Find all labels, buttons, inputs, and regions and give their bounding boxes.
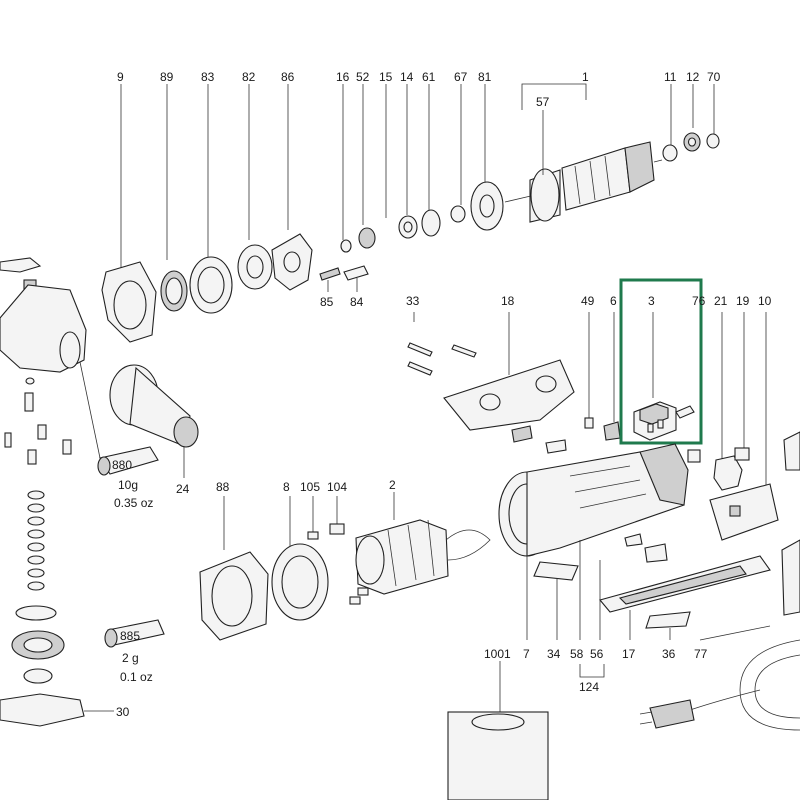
callout-82: 82 — [242, 70, 256, 84]
armature — [504, 141, 663, 223]
side-handle — [109, 364, 199, 478]
motor-housing — [498, 443, 689, 640]
callout-77: 77 — [694, 647, 708, 661]
label-885-ounces: 0.1 oz — [120, 670, 153, 684]
callout-81: 81 — [478, 70, 492, 84]
right-small-parts — [687, 312, 800, 616]
callout-16: 16 — [336, 70, 350, 84]
small-parts-49-6 — [584, 312, 621, 441]
grease-tube-885 — [104, 619, 165, 648]
callout-84: 84 — [350, 295, 364, 309]
callout-2: 2 — [389, 478, 396, 492]
callout-83: 83 — [201, 70, 215, 84]
label-885-grams: 2 g — [122, 651, 139, 665]
callout-12: 12 — [686, 70, 700, 84]
callout-61: 61 — [422, 70, 436, 84]
callout-52: 52 — [356, 70, 370, 84]
callout-6: 6 — [610, 294, 617, 308]
highlighted-switch-3[interactable] — [619, 278, 703, 445]
callout-57: 57 — [536, 95, 550, 109]
label-880-ounces: 0.35 oz — [114, 496, 153, 510]
callout-30: 30 — [116, 705, 130, 719]
callout-17: 17 — [622, 647, 636, 661]
callout-88: 88 — [216, 480, 230, 494]
bracket-18 — [443, 312, 575, 454]
callout-880: 880 — [112, 458, 132, 472]
callout-1: 1 — [582, 70, 589, 84]
stator — [349, 492, 491, 605]
left-edge-parts — [0, 257, 87, 727]
callout-76: 76 — [692, 294, 706, 308]
callout-885: 885 — [120, 629, 140, 643]
callout-7: 7 — [523, 647, 530, 661]
callout-1001: 1001 — [484, 647, 511, 661]
spring-and-lock — [319, 265, 369, 281]
callout-11: 11 — [664, 70, 677, 84]
callout-70: 70 — [707, 70, 721, 84]
ring-and-baffle — [199, 496, 345, 641]
callout-58: 58 — [570, 647, 584, 661]
callout-18: 18 — [501, 294, 515, 308]
callout-15: 15 — [379, 70, 393, 84]
callout-36: 36 — [662, 647, 676, 661]
bearings-right — [662, 132, 720, 162]
cover-plate — [533, 533, 771, 640]
callout-34: 34 — [547, 647, 561, 661]
callout-24: 24 — [176, 482, 190, 496]
callout-104: 104 — [327, 480, 347, 494]
callout-124: 124 — [579, 680, 599, 694]
callout-105: 105 — [300, 480, 320, 494]
top-leader-lines — [120, 83, 715, 275]
callout-21: 21 — [714, 294, 728, 308]
washer-row — [340, 181, 504, 253]
callout-89: 89 — [160, 70, 174, 84]
callout-49: 49 — [581, 294, 595, 308]
power-cord — [639, 625, 800, 731]
callout-9: 9 — [117, 70, 124, 84]
callout-33: 33 — [406, 294, 420, 308]
callout-3: 3 — [648, 294, 655, 308]
callout-10: 10 — [758, 294, 772, 308]
callout-8: 8 — [283, 480, 290, 494]
callout-56: 56 — [590, 647, 604, 661]
callout-19: 19 — [736, 294, 750, 308]
packaging-box — [447, 661, 549, 800]
callout-85: 85 — [320, 295, 334, 309]
screws-33 — [407, 312, 477, 376]
label-880-grams: 10g — [118, 478, 138, 492]
gear-housing-parts — [101, 233, 313, 343]
bottom-callouts: 1001 7 34 58 56 17 36 77 124 — [484, 647, 708, 694]
top-callouts: 9 89 83 82 86 16 52 15 14 61 67 81 1 11 … — [117, 70, 721, 84]
grease-tube-880 — [79, 361, 159, 476]
callout-14: 14 — [400, 70, 414, 84]
callout-67: 67 — [454, 70, 468, 84]
callout-86: 86 — [281, 70, 295, 84]
